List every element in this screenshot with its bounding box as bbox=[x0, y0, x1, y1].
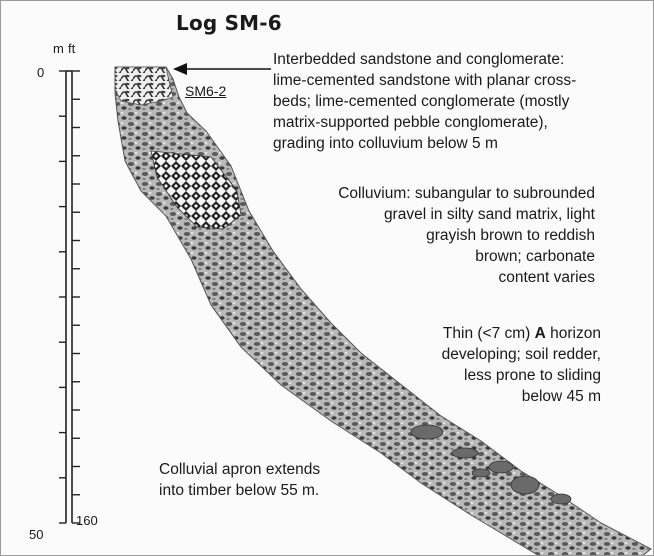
figure-title: Log SM-6 bbox=[176, 11, 282, 35]
meters-unit: m bbox=[53, 41, 64, 56]
scale-top-label: 0 bbox=[37, 65, 45, 80]
log-column bbox=[114, 66, 652, 555]
scale-bottom-feet-label: 160 bbox=[76, 513, 98, 528]
annotation-line: gravel in silty sand matrix, light bbox=[383, 206, 595, 223]
horizon-annotation: Thin (<7 cm) A horizon developing; soil … bbox=[442, 323, 601, 407]
sample-label: SM6-2 bbox=[185, 83, 227, 99]
scale-bottom-meters-label: 50 bbox=[29, 527, 44, 542]
annotation-line: grayish brown to reddish bbox=[426, 227, 595, 244]
annotation-line: Interbedded sandstone and conglomerate: bbox=[273, 51, 565, 68]
annotation-line: Colluvium: subangular to subrounded bbox=[338, 185, 595, 202]
annotation-line: into timber below 55 m. bbox=[159, 482, 320, 499]
annotation-line: content varies bbox=[498, 269, 596, 286]
conglomerate-unit bbox=[150, 150, 242, 230]
annotation-line: Thin (<7 cm) A horizon bbox=[442, 325, 601, 342]
annotation-line: beds; lime-cemented conglomerate (mostly bbox=[273, 93, 570, 110]
annotation-line: less prone to sliding bbox=[464, 367, 601, 384]
colluvium-annotation: Colluvium: subangular to subrounded grav… bbox=[338, 183, 595, 288]
colluvium-band bbox=[114, 66, 652, 555]
annotation-line: Colluvial apron extends bbox=[159, 461, 321, 478]
apron-annotation: Colluvial apron extends into timber belo… bbox=[159, 459, 320, 501]
interbedded-unit bbox=[114, 66, 174, 106]
interbedded-annotation: Interbedded sandstone and conglomerate: … bbox=[273, 49, 576, 154]
feet-unit: ft bbox=[68, 41, 76, 56]
annotation-line: lime-cemented sandstone with planar cros… bbox=[273, 72, 577, 89]
boulders bbox=[410, 424, 572, 505]
annotation-line: below 45 m bbox=[521, 388, 601, 405]
horizon-letter: A bbox=[534, 325, 546, 342]
annotation-line: developing; soil redder, bbox=[441, 346, 601, 363]
depth-scale bbox=[59, 70, 80, 524]
annotation-line: matrix-supported pebble conglomerate), bbox=[273, 114, 548, 131]
sample-arrow-icon bbox=[173, 63, 271, 75]
annotation-line: grading into colluvium below 5 m bbox=[273, 135, 498, 152]
annotation-line: brown; carbonate bbox=[475, 248, 595, 265]
